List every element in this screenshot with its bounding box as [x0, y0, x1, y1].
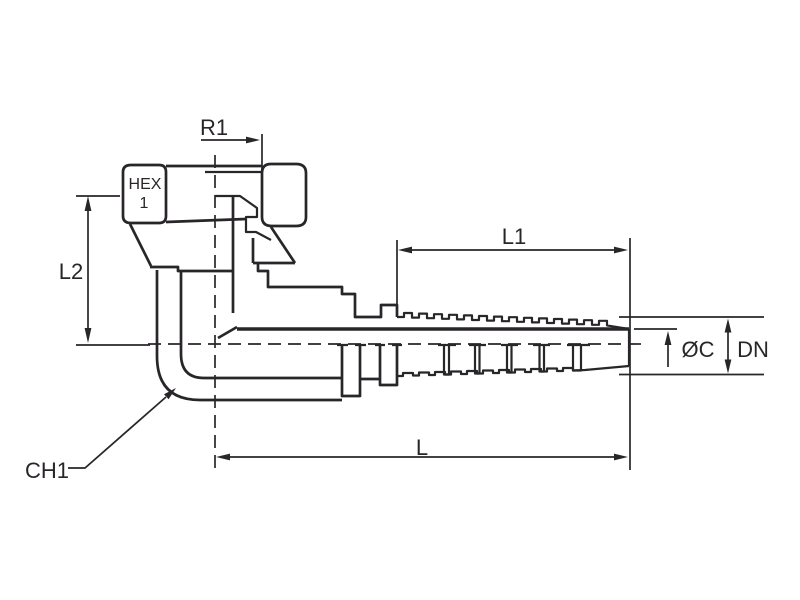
barb-fin-3 [501, 343, 518, 374]
elbow-inner-wall [179, 271, 342, 380]
ch1-arrowhead [164, 388, 176, 400]
nut-left-facet [121, 163, 168, 225]
nut-skirt-bottom [150, 265, 233, 273]
label-dn: DN [737, 337, 769, 362]
barb-fin-4 [533, 343, 550, 373]
label-l1: L1 [502, 224, 526, 249]
ch1-leader-line [68, 396, 167, 469]
label-diameter-c: ØC [682, 337, 715, 362]
body-staircase-profile [256, 262, 399, 319]
l-arrow-right [614, 453, 628, 461]
nut-right-lobe [260, 162, 308, 228]
dimension-labels: R1 HEX 1 L2 L1 ØC DN L CH1 [25, 115, 769, 483]
label-l: L [416, 435, 428, 460]
first-barb-ring [378, 345, 399, 387]
l2-arrow-up [84, 196, 92, 211]
barb-fin-2 [469, 343, 486, 375]
seat-profile [215, 194, 272, 241]
barb-upper-serration [397, 311, 630, 331]
oc-arrow-up [664, 331, 672, 345]
r1-arrow [246, 136, 260, 144]
label-r1: R1 [200, 115, 228, 140]
dn-arrow-down [724, 359, 732, 374]
fitting-outline [121, 162, 631, 402]
barb-fin-5 [567, 343, 590, 372]
bore-corner-chamfer [217, 325, 238, 340]
dn-arrow-up [724, 318, 732, 333]
dimension-arrows [84, 136, 732, 461]
label-l2: L2 [59, 259, 83, 284]
nut-skirt-right [269, 226, 297, 264]
barb-fin-1 [438, 343, 456, 376]
elbow-outer-wall [155, 270, 342, 402]
dimension-lines [68, 134, 764, 470]
l1-arrow-left [398, 246, 412, 254]
l2-arrow-down [84, 328, 92, 343]
barb-lower-serration [397, 364, 630, 378]
label-hex-number: 1 [140, 195, 149, 212]
label-ch1: CH1 [25, 458, 69, 483]
nut-section-detail [215, 194, 272, 241]
hose-stop-collar [340, 346, 362, 398]
label-hex: HEX [129, 176, 162, 193]
hose-barb-fins [337, 343, 590, 376]
l-arrow-left [216, 453, 230, 461]
l1-arrow-right [614, 246, 628, 254]
nut-skirt-left [128, 223, 153, 267]
